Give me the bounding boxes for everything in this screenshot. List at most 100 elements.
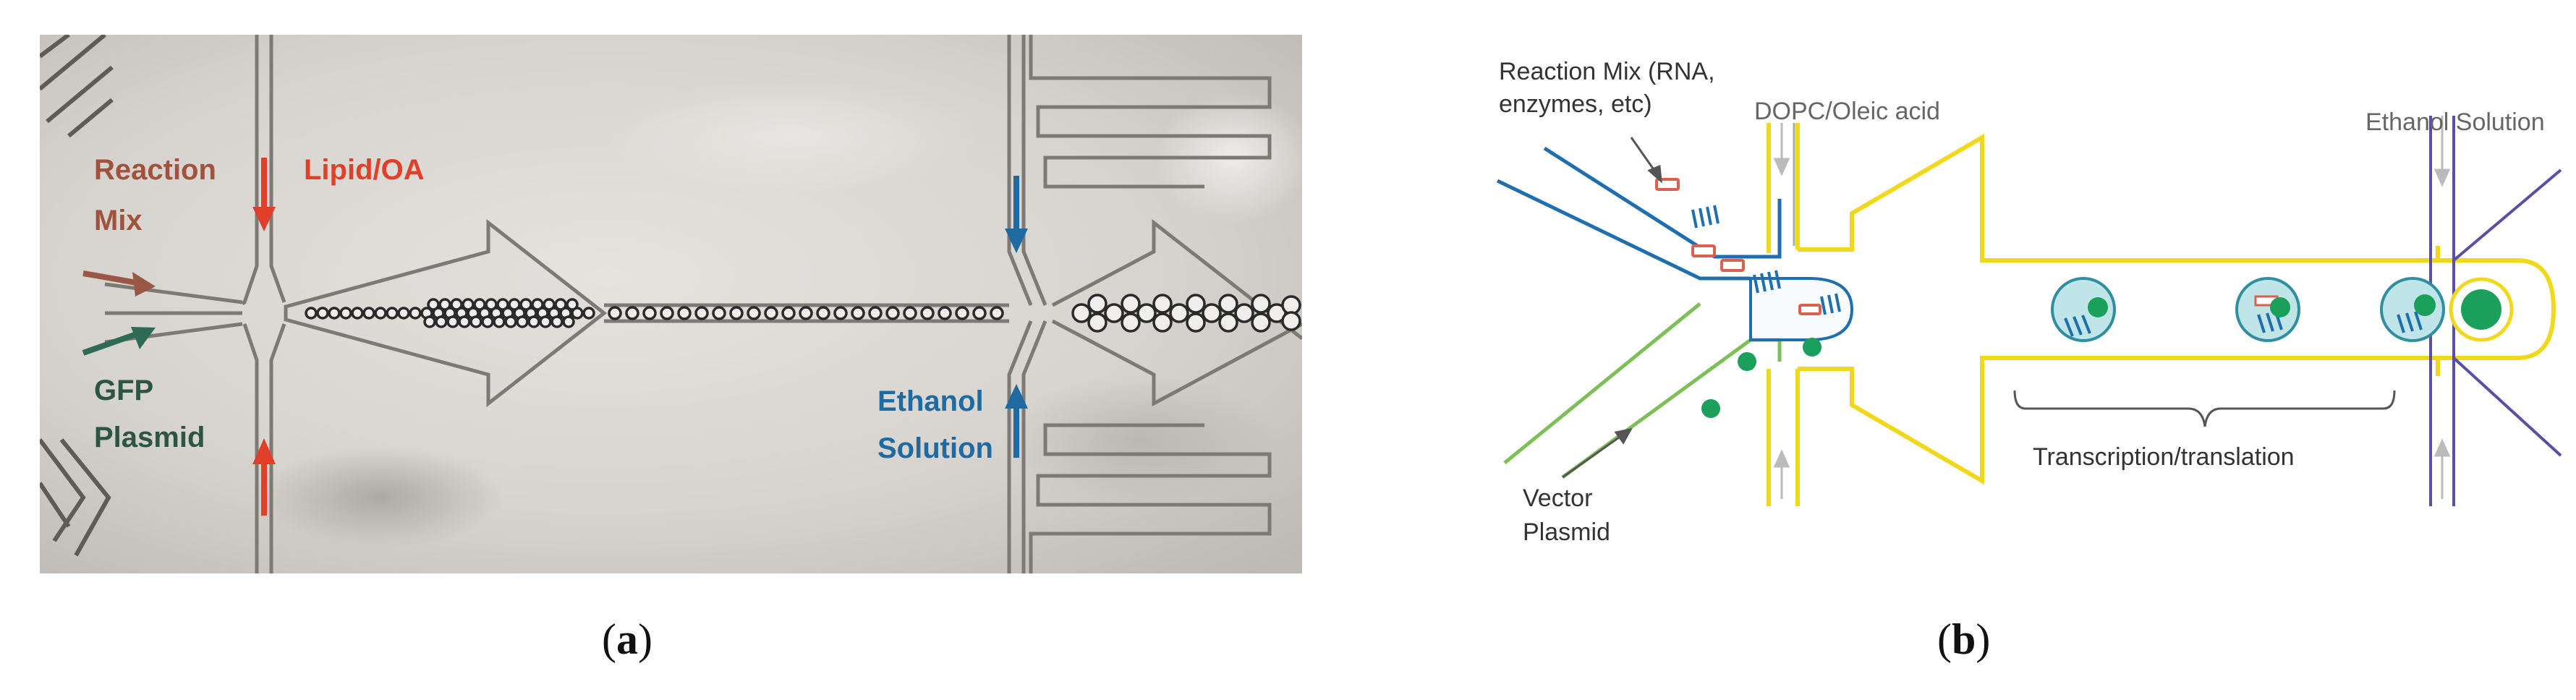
reaction-mix-pointer xyxy=(1630,137,1662,184)
droplet xyxy=(562,315,575,328)
gfp-arrow xyxy=(82,327,156,356)
caption-b-close: ) xyxy=(1976,615,1991,663)
droplet xyxy=(868,306,883,320)
droplet xyxy=(1251,294,1271,314)
photo-smudge xyxy=(257,447,503,548)
lipid-arrow-down xyxy=(252,158,276,231)
gfp-label-2: Plasmid xyxy=(94,422,205,453)
droplet xyxy=(305,307,318,320)
droplet xyxy=(938,306,952,320)
droplet xyxy=(1121,312,1141,333)
droplet xyxy=(1104,303,1124,323)
droplet xyxy=(481,315,494,328)
droplet xyxy=(328,307,341,320)
droplet xyxy=(764,306,778,320)
transcription-bracket xyxy=(2013,390,2396,427)
droplet xyxy=(1251,312,1271,333)
reaction-mix-channel xyxy=(1496,146,1782,281)
droplet xyxy=(409,307,422,320)
ethanol-label-2: Solution xyxy=(877,432,993,464)
droplet xyxy=(1218,312,1238,333)
lipid-oa-label: Lipid/OA xyxy=(304,154,425,186)
droplet xyxy=(397,307,410,320)
droplet xyxy=(608,306,622,320)
vesicle-3 xyxy=(2380,277,2445,342)
droplet xyxy=(493,315,506,328)
droplet xyxy=(625,306,639,320)
ethanol-label-1: Ethanol xyxy=(877,385,984,417)
droplet xyxy=(516,315,529,328)
droplet xyxy=(1152,294,1173,314)
droplet xyxy=(1169,303,1189,323)
droplet xyxy=(1202,303,1222,323)
droplet xyxy=(885,306,900,320)
enzyme-particles xyxy=(1691,205,1841,315)
droplet xyxy=(362,307,375,320)
droplet xyxy=(1136,303,1157,323)
caption-a-close: ) xyxy=(637,615,652,663)
droplet xyxy=(527,315,540,328)
caption-b-open: ( xyxy=(1937,615,1952,663)
droplet xyxy=(729,306,744,320)
droplet xyxy=(712,306,726,320)
ethanol-solution-label: Ethanol Solution xyxy=(2365,108,2545,136)
droplet xyxy=(972,306,987,320)
droplet xyxy=(747,306,761,320)
droplet xyxy=(816,306,830,320)
droplet xyxy=(423,315,436,328)
droplet xyxy=(1186,294,1206,314)
dopc-arrow-up xyxy=(1773,449,1790,499)
vector-plasmid-pointer xyxy=(1562,427,1633,479)
droplet xyxy=(833,306,848,320)
droplet xyxy=(435,315,448,328)
vector-label-1: Vector xyxy=(1523,485,1592,512)
panel-a-photo: Reaction Mix Lipid/OA GFP Plasmid Ethano… xyxy=(40,35,1302,573)
droplet xyxy=(781,306,796,320)
caption-b: (b) xyxy=(1937,615,1990,665)
ethanol-channel xyxy=(1007,35,1302,573)
left-serpentine-structure xyxy=(40,35,114,557)
droplet xyxy=(316,307,329,320)
droplet xyxy=(582,307,595,320)
droplet xyxy=(660,306,674,320)
droplet xyxy=(642,306,657,320)
droplet xyxy=(1281,311,1301,331)
dopc-lipid-channel xyxy=(1767,123,2556,506)
droplet xyxy=(1087,312,1108,333)
photo-smudge xyxy=(1002,375,1277,505)
photo-smudge xyxy=(604,78,980,194)
caption-a: (a) xyxy=(602,615,652,665)
droplet xyxy=(539,315,552,328)
reaction-mix-arrow xyxy=(82,270,156,296)
ethanol-arrow-down xyxy=(1005,176,1028,253)
droplet xyxy=(1071,303,1092,323)
reaction-mix-label-1: Reaction Mix (RNA, xyxy=(1499,58,1715,85)
droplet xyxy=(1186,312,1206,333)
droplet xyxy=(1218,294,1238,314)
droplet xyxy=(903,306,917,320)
vesicle-2 xyxy=(2235,277,2300,342)
caption-a-open: ( xyxy=(602,615,616,663)
reaction-mix-particles xyxy=(1655,178,1822,315)
droplet xyxy=(386,307,399,320)
droplet xyxy=(694,306,709,320)
droplet xyxy=(1152,312,1173,333)
droplet xyxy=(469,315,483,328)
droplet xyxy=(504,315,517,328)
reaction-mix-label-2: Mix xyxy=(94,205,143,236)
droplet xyxy=(571,307,584,320)
droplet xyxy=(955,306,969,320)
output-vesicle xyxy=(2449,277,2514,342)
dopc-arrow-down xyxy=(1773,123,1790,176)
droplet xyxy=(339,307,352,320)
lipid-channel xyxy=(241,35,286,573)
droplet xyxy=(1087,294,1108,314)
panel-b-schematic: Reaction Mix (RNA, enzymes, etc) DOPC/Ol… xyxy=(1496,58,2562,546)
droplet xyxy=(1121,294,1141,314)
vector-plasmid-particles xyxy=(1701,338,1822,418)
droplet xyxy=(1234,303,1254,323)
droplet xyxy=(799,306,813,320)
reaction-mix-label-1: Reaction xyxy=(94,154,216,186)
droplet xyxy=(990,306,1004,320)
